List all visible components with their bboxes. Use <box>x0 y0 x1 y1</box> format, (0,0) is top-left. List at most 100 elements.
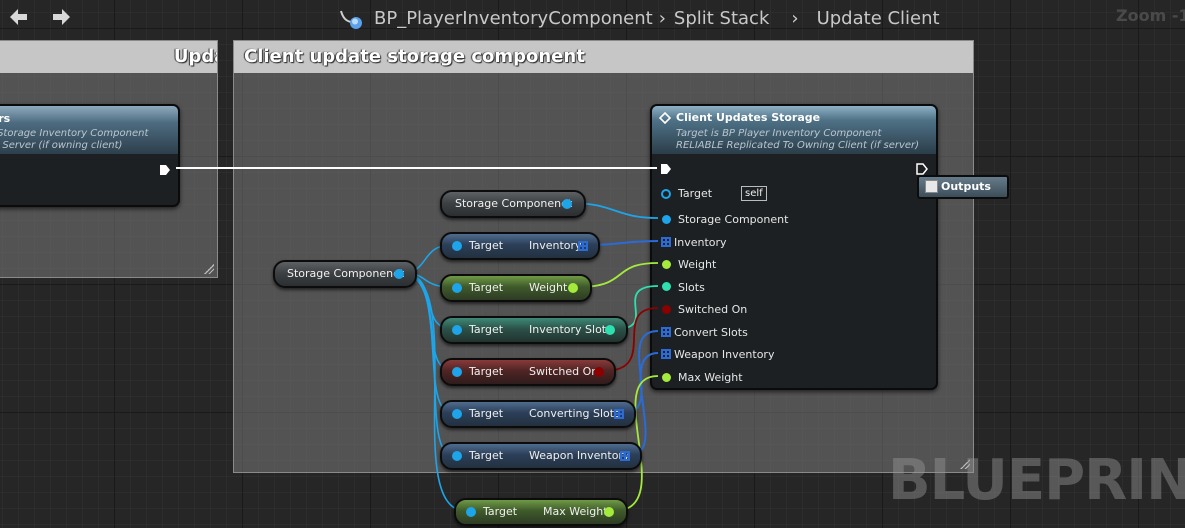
var-label: Storage Componenet <box>455 197 573 210</box>
node-subtitle-2: RELIABLE Replicated To Owning Client (if… <box>676 140 920 151</box>
breadcrumb-blueprint[interactable]: BP_PlayerInventoryComponent <box>374 7 653 29</box>
value-label: Weight <box>529 281 568 294</box>
var-out-pin[interactable] <box>562 199 572 209</box>
target-pin[interactable] <box>452 325 462 335</box>
var-out-pin[interactable] <box>394 269 404 279</box>
outputs-icon <box>925 180 938 193</box>
target-pin[interactable] <box>452 409 462 419</box>
get-inventory-node[interactable]: Target Inventory <box>440 232 600 260</box>
value-out-pin[interactable] <box>604 507 614 517</box>
target-pin[interactable] <box>452 283 462 293</box>
max-weight-pin[interactable] <box>662 373 671 382</box>
breadcrumb-graph[interactable]: Split Stack <box>673 7 770 29</box>
target-label: Target <box>469 365 504 378</box>
outputs-node[interactable]: Outputs <box>917 175 1009 199</box>
target-default-field[interactable]: self <box>741 186 767 201</box>
resize-handle-left[interactable] <box>204 264 214 274</box>
target-pin[interactable] <box>452 451 462 461</box>
storage-component-pin[interactable] <box>662 215 671 224</box>
target-label: Target <box>469 239 504 252</box>
outputs-label: Outputs <box>941 180 991 193</box>
event-diamond-icon <box>659 112 671 124</box>
convert-slots-pin[interactable] <box>661 327 671 337</box>
convert-slots-label: Convert Slots <box>674 326 748 339</box>
target-pin[interactable] <box>452 241 462 251</box>
wire-weight <box>577 262 659 288</box>
exec-out-pin[interactable] <box>916 163 928 175</box>
target-pin[interactable] <box>466 507 476 517</box>
exec-out-pin[interactable] <box>159 164 171 176</box>
back-button[interactable] <box>6 4 32 30</box>
comment-title-left-text: Update storage component <box>173 46 217 67</box>
target-pin[interactable] <box>661 189 671 199</box>
storage-component-var-top[interactable]: Storage Componenet <box>440 190 586 218</box>
wire-max-weight <box>613 375 659 512</box>
value-label: Weapon Inventory <box>529 449 630 462</box>
function-icon <box>340 10 362 29</box>
value-label: Inventory <box>529 239 582 252</box>
arrow-left-icon <box>10 9 27 25</box>
target-label: Target <box>469 407 504 420</box>
update-players-node[interactable]: Update Players Target is Storage Invento… <box>0 104 180 207</box>
breadcrumb: BP_PlayerInventoryComponent › Split Stac… <box>338 5 940 31</box>
get-inventory-slots-node[interactable]: Target Inventory Slots <box>440 316 628 344</box>
chevron-right-icon: › <box>791 7 799 29</box>
storage-component-var-left[interactable]: Storage Componenet <box>273 260 417 288</box>
node-subtitle-2: Replicated To Server (if owning client) <box>0 140 123 151</box>
value-out-pin[interactable] <box>568 283 578 293</box>
weapon-inventory-pin[interactable] <box>661 349 671 359</box>
weapon-inventory-label: Weapon Inventory <box>674 348 775 361</box>
target-label: Target <box>483 505 518 518</box>
wire-target-7 <box>401 272 467 512</box>
value-out-pin[interactable] <box>605 325 615 335</box>
value-out-pin[interactable] <box>578 241 588 251</box>
value-out-pin[interactable] <box>614 409 624 419</box>
target-label: Target <box>469 323 504 336</box>
var-label: Storage Componenet <box>287 267 405 280</box>
forward-button[interactable] <box>48 4 74 30</box>
target-label: Target <box>678 187 713 200</box>
value-label: Max Weight <box>543 505 608 518</box>
chevron-right-icon: › <box>658 7 666 29</box>
target-label: Target <box>469 281 504 294</box>
max-weight-label: Max Weight <box>678 371 743 384</box>
node-title: Update Players <box>0 112 11 125</box>
blueprint-watermark: BLUEPRINT <box>888 448 1185 513</box>
get-switched-on-node[interactable]: Target Switched On <box>440 358 616 386</box>
value-out-pin[interactable] <box>594 367 604 377</box>
slots-pin[interactable] <box>662 282 671 291</box>
target-pin[interactable] <box>452 367 462 377</box>
get-weapon-inventory-node[interactable]: Target Weapon Inventory <box>440 442 642 470</box>
get-converting-slots-node[interactable]: Target Converting Slots <box>440 400 636 428</box>
resize-handle-main[interactable] <box>960 459 970 469</box>
weight-pin[interactable] <box>662 260 671 269</box>
node-header <box>652 106 936 154</box>
storage-component-label: Storage Component <box>678 213 789 226</box>
graph-toolbar: BP_PlayerInventoryComponent › Split Stac… <box>0 0 1185 34</box>
value-label: Inventory Slots <box>529 323 612 336</box>
breadcrumb-function[interactable]: Update Client <box>816 7 940 29</box>
comment-title-left[interactable]: Update storage component <box>0 41 217 73</box>
get-max-weight-node[interactable]: Target Max Weight <box>454 498 628 526</box>
arrow-right-icon <box>53 9 70 25</box>
wire-weapon-inventory <box>629 352 659 456</box>
value-label: Converting Slots <box>529 407 620 420</box>
node-header <box>0 106 178 154</box>
weight-label: Weight <box>678 258 717 271</box>
inventory-pin[interactable] <box>661 237 671 247</box>
inventory-label: Inventory <box>674 236 727 249</box>
slots-label: Slots <box>678 281 705 294</box>
node-subtitle-1: Target is Storage Inventory Component <box>0 128 149 139</box>
zoom-label: Zoom -1 <box>1116 6 1185 25</box>
get-weight-node[interactable]: Target Weight <box>440 274 592 302</box>
wire-switched-on <box>603 307 659 372</box>
comment-title-main[interactable]: Client update storage component <box>234 41 973 73</box>
node-subtitle-1: Target is BP Player Inventory Component <box>676 128 882 139</box>
switched-on-pin[interactable] <box>662 305 671 314</box>
exec-in-pin[interactable] <box>660 163 672 175</box>
switched-on-label: Switched On <box>678 303 748 316</box>
target-label: Target <box>469 449 504 462</box>
value-label: Switched On <box>529 365 599 378</box>
client-updates-storage-node[interactable]: Client Updates Storage Target is BP Play… <box>650 104 938 390</box>
value-out-pin[interactable] <box>620 451 630 461</box>
